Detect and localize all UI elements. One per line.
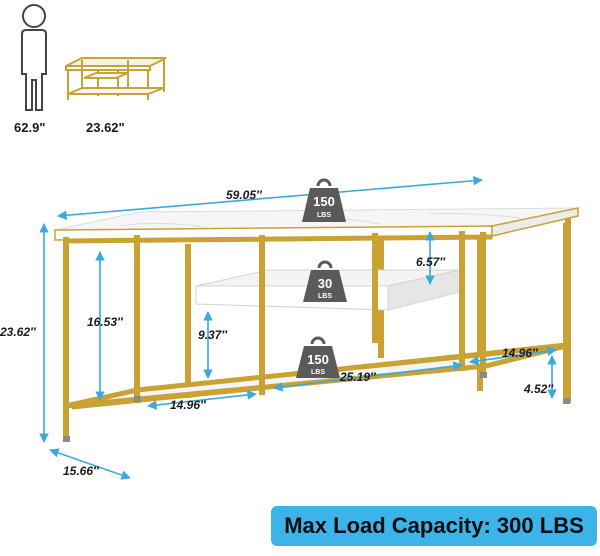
weight-icon: 30 LBS bbox=[303, 260, 347, 302]
front-frame bbox=[63, 223, 569, 439]
weight-bottom-value: 150 bbox=[307, 352, 329, 367]
weight-shelf-unit: LBS bbox=[318, 293, 332, 300]
side-width-left-label: 14.96″ bbox=[170, 398, 206, 412]
top-to-shelf-label: 6.57″ bbox=[416, 255, 446, 269]
max-load-text: Max Load Capacity: 300 LBS bbox=[284, 513, 584, 538]
weight-top-unit: LBS bbox=[317, 212, 331, 219]
height-dimension-label: 23.62″ bbox=[0, 325, 36, 339]
small-table-height-label: 23.62" bbox=[86, 120, 125, 135]
max-load-badge: Max Load Capacity: 300 LBS bbox=[271, 506, 597, 546]
weight-icon: 150 LBS bbox=[296, 336, 340, 378]
width-dimension-label: 59.05″ bbox=[226, 188, 262, 202]
leveling-feet bbox=[63, 372, 570, 442]
weight-shelf-value: 30 bbox=[318, 276, 332, 291]
weight-top-value: 150 bbox=[313, 194, 335, 209]
center-width-label: 25.19″ bbox=[340, 370, 376, 384]
side-width-right-label: 14.96″ bbox=[502, 346, 538, 360]
bottom-clearance-label: 4.52″ bbox=[524, 382, 554, 396]
tv-stand-thumbnail bbox=[65, 57, 167, 100]
tv-stand-main bbox=[54, 207, 579, 442]
weight-bottom-unit: LBS bbox=[311, 369, 325, 376]
leg-height-label: 16.53″ bbox=[87, 315, 123, 329]
dimension-lines bbox=[39, 175, 557, 480]
person-icon bbox=[21, 4, 47, 111]
person-height-label: 62.9" bbox=[14, 120, 46, 135]
shelf-gap-label: 9.37″ bbox=[198, 328, 228, 342]
weight-icon: 150 LBS bbox=[302, 178, 346, 222]
depth-dimension-label: 15.66″ bbox=[63, 464, 99, 478]
